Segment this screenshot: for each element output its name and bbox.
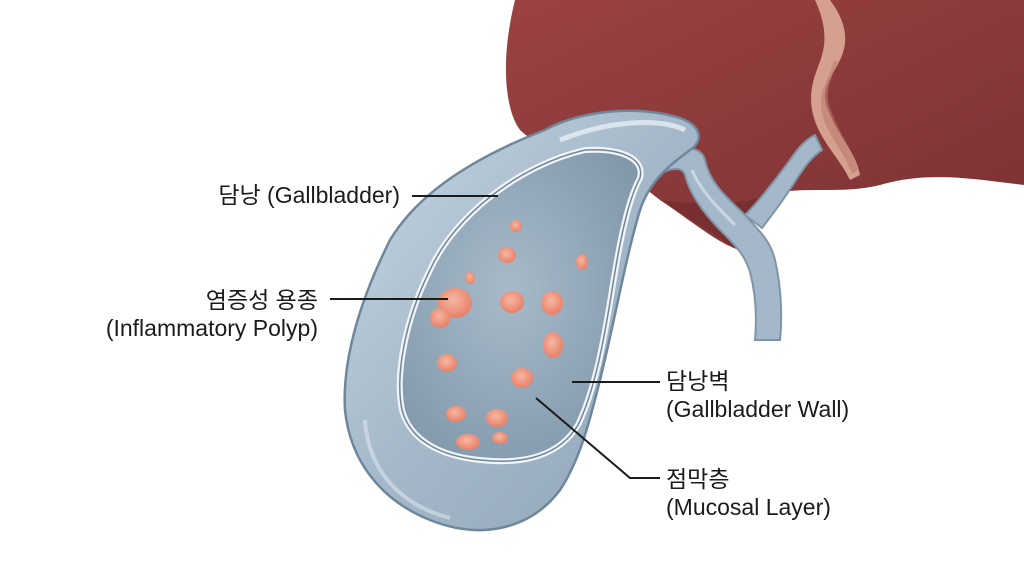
- polyp: [576, 254, 588, 270]
- label-mucosa-korean: 점막층: [666, 466, 730, 492]
- label-gallbladder-text: 담낭 (Gallbladder): [218, 182, 400, 208]
- polyp: [437, 354, 457, 372]
- polyp: [456, 434, 480, 450]
- label-inflammatory-polyp: 염증성 용종 (Inflammatory Polyp): [106, 286, 318, 342]
- polyp: [498, 247, 516, 263]
- label-mucosa-english: (Mucosal Layer): [666, 494, 831, 520]
- gallbladder: [343, 109, 700, 532]
- polyp: [500, 291, 524, 313]
- polyp: [430, 308, 450, 328]
- label-polyp-korean: 염증성 용종: [205, 287, 318, 313]
- leader-mucosa: [535, 397, 660, 479]
- label-gallbladder-wall: 담낭벽 (Gallbladder Wall): [666, 367, 849, 423]
- polyp: [492, 432, 508, 444]
- polyp: [465, 272, 475, 284]
- polyp: [511, 368, 533, 388]
- inflammatory-polyps: [430, 220, 588, 450]
- polyp: [543, 332, 563, 358]
- label-wall-english: (Gallbladder Wall): [666, 396, 850, 422]
- label-mucosal-layer: 점막층 (Mucosal Layer): [666, 465, 831, 521]
- leader-lines: [330, 195, 660, 479]
- label-polyp-english: (Inflammatory Polyp): [105, 315, 318, 341]
- polyp: [541, 291, 563, 315]
- label-gallbladder: 담낭 (Gallbladder): [218, 181, 400, 209]
- polyp: [446, 406, 466, 422]
- polyp: [486, 409, 508, 427]
- label-wall-korean: 담낭벽: [666, 368, 730, 394]
- polyp: [510, 220, 522, 232]
